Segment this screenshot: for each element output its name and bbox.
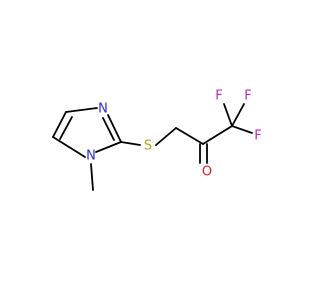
atom-n-methyl: N	[86, 149, 96, 164]
bond-c5-n1	[52, 136, 86, 158]
atom-labels: N N S O F F F	[86, 89, 262, 180]
bond-c4-c5	[52, 111, 67, 138]
bond-cf3-f2	[231, 103, 245, 127]
atom-f-top-left: F	[215, 89, 222, 104]
bond-c2-n3-double	[102, 117, 115, 141]
bond-n3-c4	[65, 107, 98, 113]
bond-n1-methyl	[90, 163, 94, 191]
bond-c4-c5-double	[59, 116, 73, 140]
bond-s-ch2	[155, 127, 177, 146]
atom-n-imine: N	[98, 102, 108, 117]
bond-cf3-f1	[223, 103, 233, 127]
bond-carbonyl-cf3	[202, 125, 233, 145]
bond-cf3-f3	[231, 125, 253, 134]
structure-canvas: N N S O F F F	[52, 89, 262, 191]
bond-n1-c2	[95, 141, 122, 153]
bond-c2-s	[120, 141, 141, 146]
molecule-diagram: N N S O F F F	[52, 89, 262, 191]
atom-f-top-right: F	[244, 89, 251, 104]
bonds	[52, 103, 253, 191]
bond-c2-n3	[107, 114, 122, 143]
atom-s: S	[144, 139, 152, 154]
atom-f-right: F	[254, 129, 261, 144]
bond-ch2-carbonyl	[175, 127, 204, 145]
atom-o: O	[202, 165, 212, 180]
